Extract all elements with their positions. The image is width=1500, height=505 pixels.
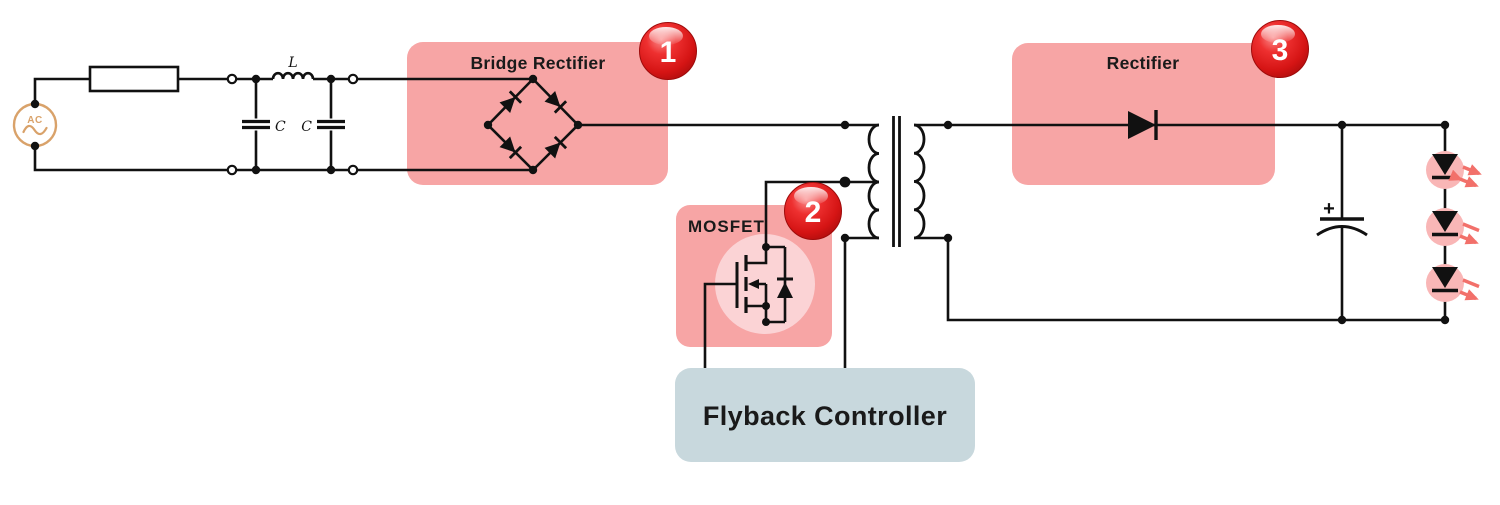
transformer-primary-winding [867, 123, 880, 240]
transformer-secondary-winding [913, 123, 926, 240]
fuse [88, 65, 180, 93]
filter-cap2-label: C [301, 119, 312, 135]
wire-drain-to-primary [746, 180, 845, 265]
led-triangle [1432, 211, 1458, 232]
ac-sine-wave-icon [22, 124, 48, 136]
wires [33, 77, 1447, 368]
step-badge-1-number: 1 [660, 36, 677, 69]
bridge-rectifier-label: Bridge Rectifier [470, 53, 605, 73]
output-diode [1128, 110, 1158, 140]
filter-capacitor-1 [242, 79, 270, 170]
mosfet-symbol [735, 245, 793, 324]
output-cap-plate-negative [1316, 225, 1368, 237]
wire-aux-to-controller [843, 236, 879, 368]
wire-secondary-bottom [914, 236, 1445, 322]
ac-source: AC [12, 102, 58, 148]
transformer [867, 116, 926, 247]
led-light-arrows-icon [1459, 222, 1479, 243]
emi-filter: L C C [242, 55, 345, 170]
step-badge-3[interactable]: 3 [1251, 20, 1309, 78]
step-badge-1[interactable]: 1 [639, 22, 697, 80]
wire-gate-to-controller [703, 282, 737, 368]
led-triangle [1432, 154, 1458, 175]
rectifier-highlight-box [1012, 43, 1275, 185]
step-badge-2-number: 2 [805, 196, 822, 229]
junction-dots [30, 74, 1450, 326]
step-badge-2[interactable]: 2 [784, 182, 842, 240]
highlight-boxes [407, 42, 1275, 462]
led-1 [1426, 151, 1479, 189]
ac-source-label: AC [27, 115, 42, 126]
output-capacitor: + [1316, 198, 1368, 237]
output-cap-polarity-label: + [1323, 198, 1335, 220]
led-2 [1426, 208, 1479, 246]
led-light-arrows-icon [1459, 278, 1479, 299]
output-diode-triangle [1128, 111, 1156, 139]
mosfet-label: MOSFET [688, 217, 765, 236]
body-diode-triangle [777, 282, 793, 298]
bridge-diode-bottom-left [499, 136, 523, 160]
flyback-controller-label: Flyback Controller [703, 401, 947, 431]
rectifier-label: Rectifier [1107, 53, 1180, 73]
led-string [1426, 151, 1479, 302]
filter-capacitor-2 [317, 79, 345, 170]
transformer-core [892, 116, 901, 247]
led-triangle [1432, 267, 1458, 288]
bridge-diode-top-left [499, 90, 523, 113]
open-terminals [226, 73, 359, 176]
wire-ac-top [33, 77, 90, 104]
led-light-arrows-icon [1460, 167, 1479, 186]
flyback-controller-box [675, 368, 975, 462]
step-badge-3-number: 3 [1272, 34, 1289, 67]
led-3 [1426, 264, 1479, 302]
filter-inductor [271, 71, 315, 80]
filter-cap1-label: C [275, 119, 286, 135]
mosfet-body-arrow-icon [748, 279, 759, 289]
inductor-label: L [287, 55, 297, 71]
